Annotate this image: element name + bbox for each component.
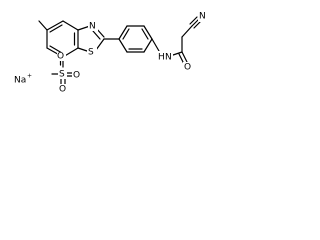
bond-nitrile-triple-2: [189, 16, 198, 25]
bond-phenyl-to-amide-n: [151, 38, 160, 52]
bond-benzo-2: [62, 20, 79, 31]
atom-label-nitrile-n: N: [199, 12, 206, 22]
bond-benzo-5-inner: [49, 45, 63, 54]
atom-label-sulfonate-o-top: O: [57, 52, 64, 62]
counterion-charge: +: [27, 73, 32, 80]
counterion-label: Na: [14, 76, 26, 86]
bond-phenyl-3-inner: [141, 28, 149, 40]
atom-label-sulfonate-o-bottom: O: [59, 85, 66, 95]
bond-nitrile-triple-3: [193, 20, 202, 29]
atom-label-carbonyl-o: O: [184, 63, 191, 73]
phenyl-ring: [118, 25, 153, 53]
atom-label-sulfonate-o-right: O: [73, 71, 80, 81]
bond-benzo-1: [46, 20, 64, 31]
atom-label-sulfonate-s: S: [59, 70, 65, 80]
bond-carbonyl-c-to-o-a: [181, 51, 188, 63]
bond-phenyl-4: [143, 38, 153, 53]
bond-phenyl-6: [118, 38, 128, 53]
bond-methyl: [38, 20, 48, 31]
atom-label-thiazole-s: S: [88, 48, 94, 58]
cyanoacetamide-chain: [151, 16, 202, 65]
bond-nitrile-triple-1: [191, 18, 200, 27]
sulfonate-group: [51, 56, 74, 86]
bond-benzo-1-inner: [49, 24, 63, 33]
atom-label-thiazole-n: N: [89, 22, 96, 32]
chemical-structure: N S O S O O Na + N H O N: [14, 12, 208, 95]
atom-label-amide-n: N: [165, 53, 172, 63]
bond-phenyl-3: [143, 25, 153, 40]
bond-phenyl-1-inner: [122, 28, 130, 40]
bond-ch2-to-nitrile-c: [181, 25, 193, 38]
bond-phenyl-1: [118, 25, 128, 40]
bond-n-to-c2-inner: [92, 30, 101, 40]
atom-label-amide-h: H: [158, 53, 165, 63]
bond-c2-to-s: [95, 38, 105, 51]
